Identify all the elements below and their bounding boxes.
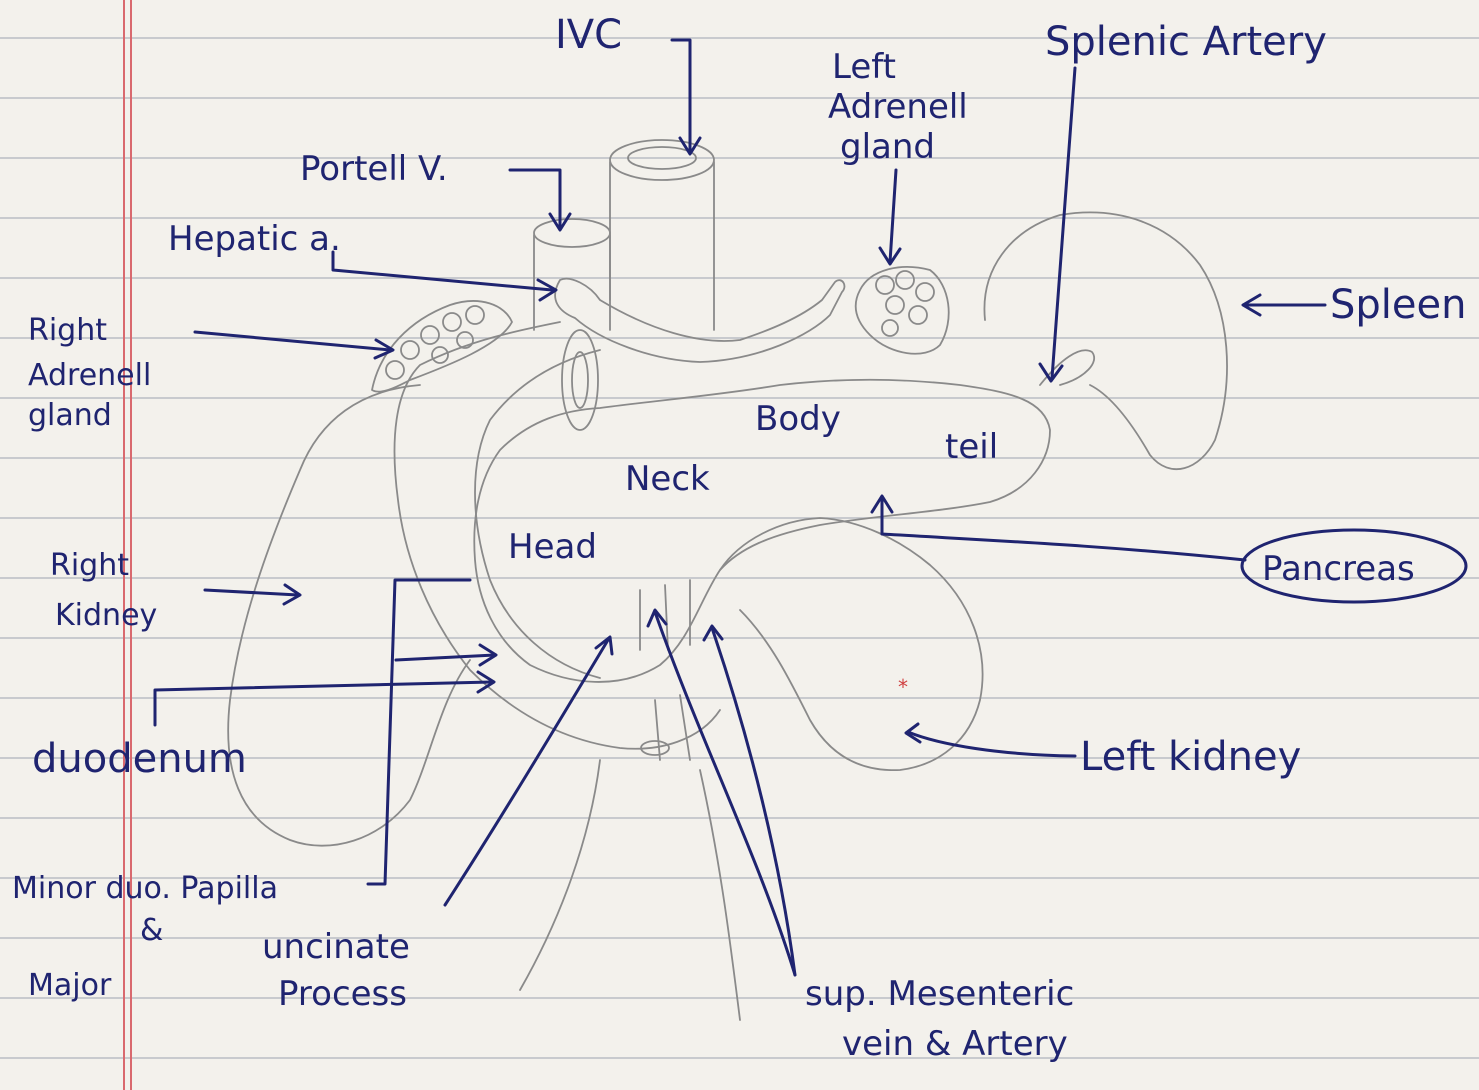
label-uncinate-line1: uncinate <box>262 927 410 967</box>
label-pancreas-body: Body <box>755 399 841 439</box>
label-left-adrenal-line2: Adrenell <box>828 87 968 127</box>
label-pancreas-head: Head <box>508 527 597 567</box>
label-papilla-line2: & <box>140 913 163 948</box>
right-adrenal-outline <box>372 301 512 392</box>
label-duodenum: duodenum <box>32 736 247 782</box>
ivc-vessel <box>610 140 714 330</box>
label-papilla-line3: Major <box>28 968 112 1003</box>
portal-vein-vessel <box>534 219 610 330</box>
label-left-kidney: Left kidney <box>1080 734 1301 780</box>
label-left-adrenal-line3: gland <box>840 127 935 167</box>
left-adrenal-outline <box>856 267 949 354</box>
label-hepatic-a: Hepatic a. <box>168 219 341 259</box>
label-splenic-artery: Splenic Artery <box>1045 19 1327 65</box>
notebook-margin <box>124 0 131 1090</box>
left-kidney-outline <box>720 518 983 770</box>
red-star-mark: * <box>898 675 908 699</box>
label-right-kidney-line2: Kidney <box>55 598 157 633</box>
label-sup-mesenteric-line2: vein & Artery <box>842 1024 1068 1064</box>
label-pancreas: Pancreas <box>1262 549 1415 589</box>
label-pancreas-neck: Neck <box>625 459 710 499</box>
label-uncinate-line2: Process <box>278 974 407 1014</box>
label-left-adrenal-line1: Left <box>832 47 896 87</box>
anatomy-drawing <box>228 140 1227 1020</box>
label-papilla-line1: Minor duo. Papilla <box>12 871 278 906</box>
spleen-outline <box>984 212 1227 469</box>
label-sup-mesenteric-line1: sup. Mesenteric <box>805 974 1074 1014</box>
label-right-adrenal-line1: Right <box>28 313 107 348</box>
label-portal-vein: Portell V. <box>300 149 448 189</box>
label-spleen: Spleen <box>1330 282 1466 328</box>
label-right-adrenal-line3: gland <box>28 398 112 433</box>
label-right-kidney-line1: Right <box>50 548 129 583</box>
label-pancreas-tail: teil <box>945 427 998 467</box>
label-ivc: IVC <box>555 12 622 58</box>
label-right-adrenal-line2: Adrenell <box>28 358 151 393</box>
splenic-artery-vessel <box>1040 350 1094 385</box>
